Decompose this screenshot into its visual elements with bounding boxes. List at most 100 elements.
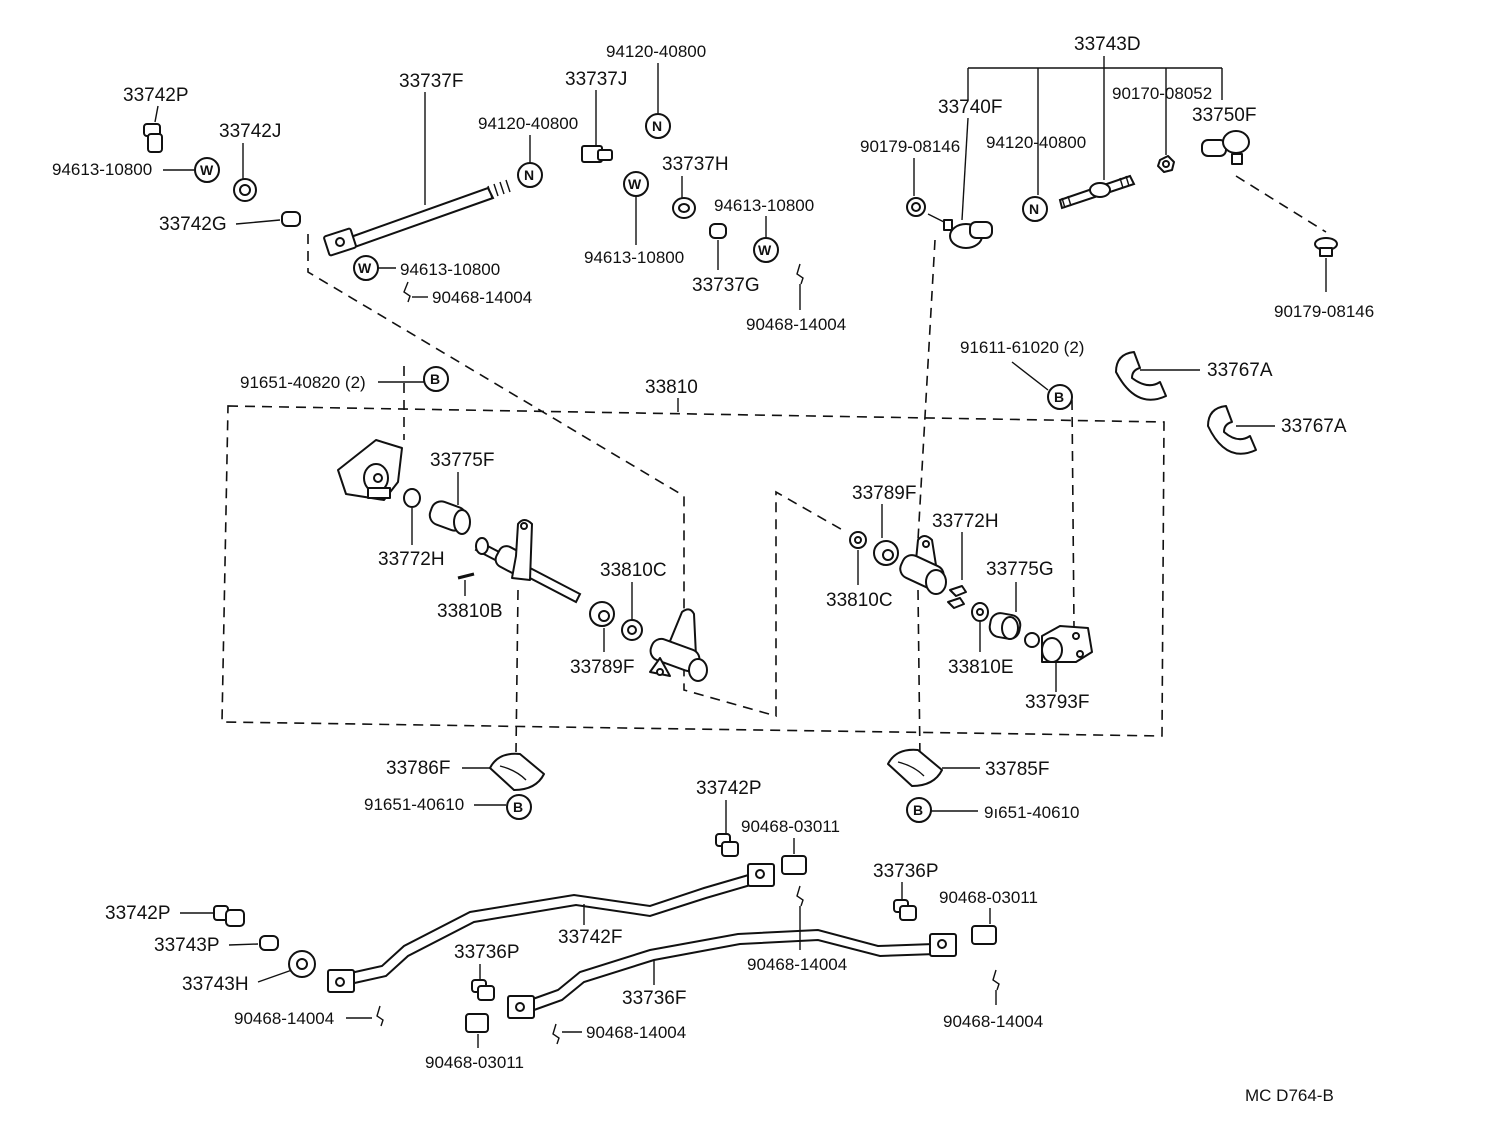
label-33772h-a: 33772H xyxy=(378,549,445,570)
label-33742j: 33742J xyxy=(219,121,281,142)
label-33767a-b: 33767A xyxy=(1281,416,1347,437)
label-33772h-b: 33772H xyxy=(932,511,999,532)
label-94613-a: 94613-10800 xyxy=(52,160,152,179)
label-90468-a: 90468-14004 xyxy=(432,288,532,307)
turnbuckle-33743d xyxy=(1058,174,1136,210)
ball-joint-33740f xyxy=(927,213,993,249)
clamp-33767a-b xyxy=(1207,405,1257,455)
label-33810e: 33810E xyxy=(948,657,1014,678)
washer-symbol: W xyxy=(753,237,779,263)
svg-text:W: W xyxy=(358,260,372,276)
rod-33742f xyxy=(327,863,775,993)
label-33810b: 33810B xyxy=(437,601,503,622)
label-33786f: 33786F xyxy=(386,758,450,779)
bracket-left xyxy=(337,439,403,501)
cover-33786f xyxy=(489,752,545,791)
label-90170: 90170-08052 xyxy=(1112,84,1212,103)
label-33785f: 33785F xyxy=(985,759,1049,780)
bolt-33736p-a xyxy=(893,899,917,921)
clip-icon xyxy=(796,263,804,285)
label-91651-c: 9ı651-40610 xyxy=(984,803,1079,822)
label-90468-d: 90468-03011 xyxy=(939,888,1038,907)
rod-33736f xyxy=(507,928,957,1019)
label-90468-c: 90468-03011 xyxy=(741,817,840,836)
label-33789f-b: 33789F xyxy=(852,483,916,504)
clip-icon xyxy=(552,1023,560,1045)
lever-lower-left xyxy=(649,608,708,682)
clip-33772h-b xyxy=(949,585,967,597)
label-90468-g: 90468-14004 xyxy=(586,1023,686,1042)
rod-33737f xyxy=(323,179,511,257)
washer-symbol: W xyxy=(623,171,649,197)
bolt-33742p-left xyxy=(213,905,245,927)
label-94613-b: 94613-10800 xyxy=(400,260,500,279)
label-33736p-a: 33736P xyxy=(873,861,939,882)
svg-text:N: N xyxy=(524,167,534,183)
label-91651-b: 91651-40610 xyxy=(364,795,464,814)
label-33750f: 33750F xyxy=(1192,105,1256,126)
svg-text:B: B xyxy=(430,371,440,387)
clip-icon xyxy=(403,281,411,303)
collar-33743p xyxy=(259,935,279,951)
ball-joint-33750f xyxy=(1201,130,1250,165)
svg-text:W: W xyxy=(200,162,214,178)
label-33740f: 33740F xyxy=(938,97,1002,118)
label-33775f: 33775F xyxy=(430,450,494,471)
clip-90468-c xyxy=(781,855,807,875)
svg-text:N: N xyxy=(1029,201,1039,217)
bolt-33742p-top xyxy=(143,123,163,153)
grommet-90179-b xyxy=(1314,237,1338,257)
label-91611: 91611-61020 (2) xyxy=(960,338,1084,357)
label-94613-d: 94613-10800 xyxy=(714,196,814,215)
clip-icon xyxy=(376,1005,384,1027)
nut-symbol: N xyxy=(645,113,671,139)
bushing-33775g xyxy=(988,612,1022,640)
label-33742p-top: 33742P xyxy=(123,85,189,106)
svg-text:W: W xyxy=(628,176,642,192)
label-33810: 33810 xyxy=(645,377,698,398)
label-90468-e: 90468-14004 xyxy=(747,955,847,974)
clip-icon xyxy=(992,969,1000,991)
collar-33737g xyxy=(709,223,727,239)
svg-text:B: B xyxy=(913,802,923,818)
assembly-box-33810 xyxy=(221,405,1165,737)
label-33775g: 33775G xyxy=(986,559,1054,580)
bracket-right-33793f xyxy=(1024,625,1093,663)
nut-90170 xyxy=(1157,155,1175,173)
bolt-symbol: B xyxy=(423,366,449,392)
label-90468-b: 90468-14004 xyxy=(746,315,846,334)
clip-90468-d xyxy=(971,925,997,945)
label-33742f: 33742F xyxy=(558,927,622,948)
label-33736p-b: 33736P xyxy=(454,942,520,963)
label-91651-a: 91651-40820 (2) xyxy=(240,373,366,392)
bolt-symbol: B xyxy=(506,794,532,820)
washer-33772h-a xyxy=(403,488,421,508)
label-33737g: 33737G xyxy=(692,275,760,296)
svg-text:N: N xyxy=(652,118,662,134)
label-33742p-left: 33742P xyxy=(105,903,171,924)
label-94613-c: 94613-10800 xyxy=(584,248,684,267)
label-33736f: 33736F xyxy=(622,988,686,1009)
bushing-33743h xyxy=(288,950,316,978)
label-33810c-a: 33810C xyxy=(600,560,667,581)
label-33742g: 33742G xyxy=(159,214,227,235)
bushing-33789f-b xyxy=(873,540,899,566)
washer-symbol: W xyxy=(194,157,220,183)
washer-33810c-a xyxy=(621,619,643,641)
bushing-33737h xyxy=(672,197,696,219)
label-33743d: 33743D xyxy=(1074,34,1141,55)
bushing-33789f-a xyxy=(589,601,615,627)
label-33737j: 33737J xyxy=(565,69,627,90)
label-94120-c: 94120-40800 xyxy=(986,133,1086,152)
nut-symbol: N xyxy=(517,162,543,188)
label-94120-b: 94120-40800 xyxy=(606,42,706,61)
shaft-lever-left xyxy=(474,519,582,604)
label-90179-a: 90179-08146 xyxy=(860,137,960,156)
label-33737f: 33737F xyxy=(399,71,463,92)
label-90468-i: 90468-03011 xyxy=(425,1053,524,1072)
clamp-33767a-a xyxy=(1115,351,1167,401)
bolt-symbol: B xyxy=(1047,384,1073,410)
label-33743p: 33743P xyxy=(154,935,220,956)
washer-33810e xyxy=(971,602,989,622)
